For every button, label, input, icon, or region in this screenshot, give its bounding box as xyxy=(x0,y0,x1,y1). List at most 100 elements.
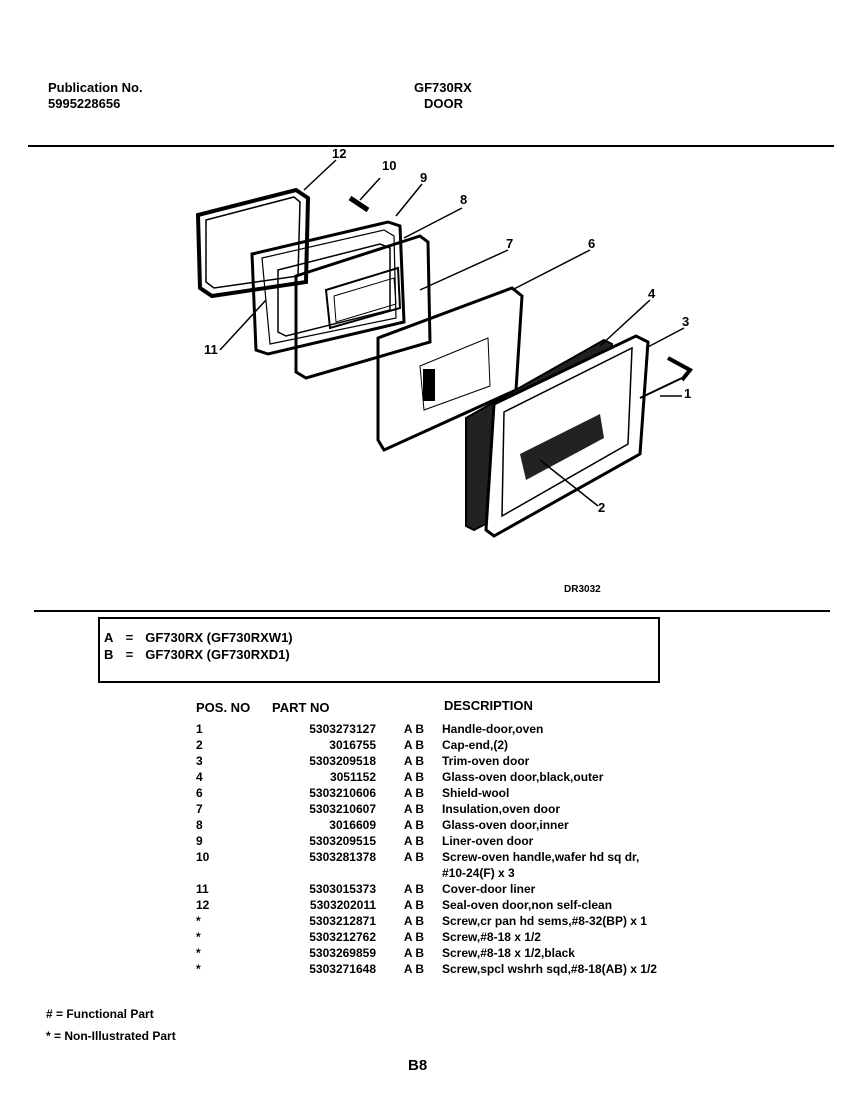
model-title: GF730RX xyxy=(414,80,472,95)
description-cell: Seal-oven door,non self-clean xyxy=(442,898,613,912)
table-row: 12 5303202011 A B Seal-oven door,non self-c… xyxy=(196,898,742,914)
publication-number: 5995228656 xyxy=(48,96,121,111)
page-number: B8 xyxy=(408,1057,428,1074)
part-no-cell: 5303212762 xyxy=(309,930,376,944)
pos-cell: 7 xyxy=(196,802,203,816)
handle-part xyxy=(667,356,694,382)
callout-4: 4 xyxy=(648,286,656,301)
applicability-cell: A B xyxy=(403,898,425,912)
description-cell: Screw,#8-18 x 1/2,black xyxy=(442,946,575,960)
applicability-cell: A B xyxy=(403,738,425,752)
pos-cell: 9 xyxy=(196,834,203,848)
variant-row-b: B = GF730RX (GF730RXD1) xyxy=(104,646,658,663)
applicability-cell: A B xyxy=(403,818,425,832)
header-description: DESCRIPTION xyxy=(444,698,533,713)
part-no-cell: 5303271648 xyxy=(309,962,376,976)
description-cell: Trim-oven door xyxy=(442,754,530,768)
section-title: DOOR xyxy=(424,96,463,111)
part-no-cell: 3051152 xyxy=(329,770,376,784)
callout-7: 7 xyxy=(506,236,513,251)
non-illustrated-legend: * = Non-Illustrated Part xyxy=(46,1029,176,1043)
applicability-cell: A B xyxy=(403,946,425,960)
diagram-code: DR3032 xyxy=(564,584,601,595)
description-cell: Insulation,oven door xyxy=(442,802,561,816)
description-cell: Glass-oven door,inner xyxy=(442,818,569,832)
applicability-cell: A B xyxy=(403,834,425,848)
applicability-cell: A B xyxy=(403,914,425,928)
description-cell: Glass-oven door,black,outer xyxy=(442,770,604,784)
pos-cell: 11 xyxy=(196,882,209,896)
applicability-cell: A B xyxy=(403,850,425,864)
header-pos-no: POS. NO xyxy=(196,700,251,715)
middle-divider xyxy=(34,610,830,612)
pos-cell: * xyxy=(196,930,201,944)
pos-cell: * xyxy=(196,962,201,976)
functional-part-legend: # = Functional Part xyxy=(46,1007,154,1021)
description-cell: Screw,cr pan hd sems,#8-32(BP) x 1 xyxy=(442,914,647,928)
part-no-cell: 3016609 xyxy=(329,818,376,832)
pos-cell: 3 xyxy=(196,754,203,768)
variant-row-a: A = GF730RX (GF730RXW1) xyxy=(104,629,658,646)
variant-model: GF730RX (GF730RXD1) xyxy=(145,647,290,662)
callout-9: 9 xyxy=(420,170,427,185)
callout-12: 12 xyxy=(332,146,346,161)
description-cell: Screw,spcl wshrh sqd,#8-18(AB) x 1/2 xyxy=(442,962,657,976)
description-cell: Cover-door liner xyxy=(442,882,536,896)
description-cell: Cap-end,(2) xyxy=(442,738,508,752)
screw-part xyxy=(348,195,370,213)
callout-1: 1 xyxy=(684,386,691,401)
callout-6: 6 xyxy=(588,236,595,251)
model-variants-box: A = GF730RX (GF730RXW1) B = GF730RX (GF7… xyxy=(98,617,660,683)
liner-part xyxy=(250,220,406,356)
part-no-cell: 3016755 xyxy=(329,738,376,752)
applicability-cell: A B xyxy=(403,882,425,896)
table-row: #10-24(F) x 3 xyxy=(196,866,742,882)
part-no-cell: 5303209518 xyxy=(309,754,376,768)
header-part-no: PART NO xyxy=(272,700,330,715)
callout-10: 10 xyxy=(382,158,396,173)
description-cell: Liner-oven door xyxy=(442,834,534,848)
part-no-cell: 5303202011 xyxy=(309,898,376,912)
part-no-cell: 5303210607 xyxy=(309,802,376,816)
pos-cell xyxy=(196,866,256,882)
description-cell: Shield-wool xyxy=(442,786,510,800)
table-row: 7 5303210607 A B Insulation,oven door xyxy=(196,802,742,818)
table-row: * 5303271648 A B Screw,spcl wshrh sqd,#8-18… xyxy=(196,962,742,978)
description-cell: #10-24(F) x 3 xyxy=(442,866,515,880)
pos-cell: 2 xyxy=(196,738,203,752)
pos-cell: 12 xyxy=(196,898,210,912)
top-divider xyxy=(28,145,834,147)
exploded-door-diagram: 12 10 9 8 7 6 4 3 1 2 11 DR3032 xyxy=(195,146,694,595)
applicability-cell: A B xyxy=(403,802,425,816)
description-cell: Screw-oven handle,wafer hd sq dr, xyxy=(442,850,640,864)
part-no-cell: 5303209515 xyxy=(309,834,376,848)
part-no-cell: 5303015373 xyxy=(309,882,376,896)
pos-cell: 10 xyxy=(196,850,210,864)
applicability-cell xyxy=(386,866,442,882)
callout-11: 11 xyxy=(204,342,218,357)
part-no-cell: 5303273127 xyxy=(309,722,376,736)
variant-eq: = xyxy=(125,647,134,662)
applicability-cell: A B xyxy=(403,930,425,944)
applicability-cell: A B xyxy=(403,962,425,976)
insulation-part xyxy=(294,234,432,380)
part-no-cell: 5303212871 xyxy=(309,914,376,928)
variant-key: B xyxy=(104,647,114,662)
table-row: 2 3016755 A B Cap-end,(2) xyxy=(196,738,742,754)
variant-model: GF730RX (GF730RXW1) xyxy=(145,630,293,645)
table-row: 11 5303015373 A B Cover-door liner xyxy=(196,882,742,898)
part-no-cell: 5303269859 xyxy=(309,946,376,960)
variant-eq: = xyxy=(125,630,134,645)
part-no-cell: 5303210606 xyxy=(309,786,376,800)
table-row: 9 5303209515 A B Liner-oven door xyxy=(196,834,742,850)
